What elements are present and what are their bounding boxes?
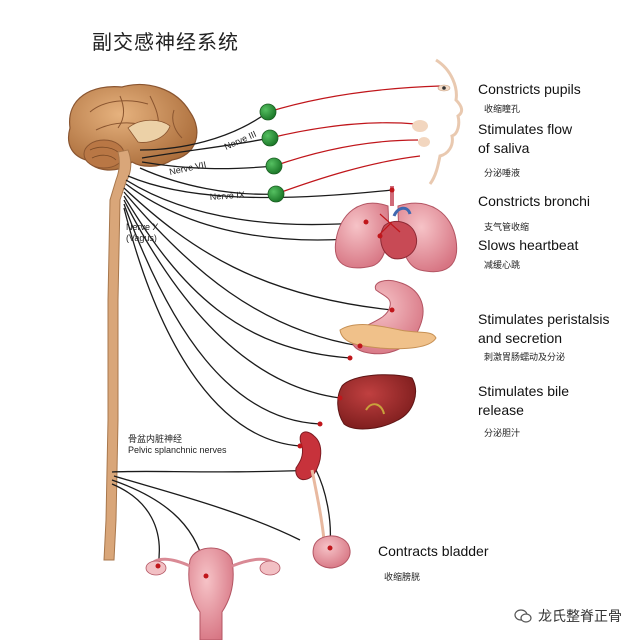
spinal-cord <box>103 149 132 561</box>
nerve-vii-fiber-2 <box>141 161 275 170</box>
pelvic-fiber-2 <box>113 475 301 541</box>
pterygopalatine-ganglion <box>261 129 279 147</box>
face-profile <box>412 58 464 185</box>
effect-bronchi: Constricts bronchi <box>478 193 591 209</box>
effect-peristalsis: Stimulates peristalsis and secretion <box>478 311 610 346</box>
nerve-vii-fiber-1 <box>141 137 271 159</box>
watermark: 龙氏整脊正骨 <box>514 606 622 626</box>
pelvic-label-zh: 骨盆内脏神经 <box>128 434 183 444</box>
nerve-fibers <box>111 111 393 577</box>
pelvic-label: 骨盆内脏神经 Pelvic splanchnic nerves <box>128 434 227 456</box>
nerve-iii-label: Nerve III <box>223 129 258 152</box>
effect-bile: Stimulates bile release <box>478 383 570 418</box>
wechat-icon <box>514 609 532 623</box>
nerve-ix-label: Nerve IX <box>209 190 245 202</box>
vagus-label: Nerve X (Vagus) <box>126 222 159 244</box>
uterus <box>145 547 281 640</box>
nerve-vii-label: Nerve VII <box>168 159 207 177</box>
effect-bronchi-zh: 支气管收缩 <box>484 223 530 233</box>
effect-pupils: Constricts pupils <box>478 81 581 97</box>
ganglia <box>259 103 285 203</box>
lungs-heart <box>334 186 458 273</box>
kidney <box>295 431 326 541</box>
pelvic-fiber-1 <box>111 469 332 545</box>
vagus-kidney-fiber <box>123 207 301 447</box>
vagus-liver-fiber-2 <box>123 203 321 425</box>
otic-ganglion <box>267 185 285 203</box>
brain <box>67 84 198 171</box>
effect-pupils-zh: 收缩瞳孔 <box>484 105 521 115</box>
effect-bladder: Contracts bladder <box>378 543 489 559</box>
nerve-ix-fiber <box>139 167 277 195</box>
stomach-pancreas <box>339 279 437 361</box>
bladder <box>312 535 351 569</box>
vagus-liver-fiber-1 <box>123 199 341 399</box>
effect-heart: Slows heartbeat <box>478 237 579 253</box>
vagus-stomach-fiber-2 <box>123 191 361 347</box>
vagus-bronchi-fiber <box>127 175 393 199</box>
vagus-stomach-fiber-1 <box>123 187 393 311</box>
postganglionic-fibers <box>267 85 441 195</box>
effect-bladder-zh: 收缩膀胱 <box>384 573 421 583</box>
vagus-heart-fiber-1 <box>125 179 367 226</box>
submandibular-ganglion <box>265 157 283 175</box>
diagram-title: 副交感神经系统 <box>92 30 239 54</box>
effect-bile-zh: 分泌胆汁 <box>484 429 521 439</box>
watermark-text: 龙氏整脊正骨 <box>538 609 622 625</box>
effect-saliva: Stimulates flow of saliva <box>478 121 573 156</box>
effect-peristalsis-zh: 刺激胃肠蠕动及分泌 <box>484 353 566 363</box>
nerve-iii-fiber <box>139 111 269 151</box>
ciliary-ganglion <box>259 103 277 121</box>
pelvic-label-en: Pelvic splanchnic nerves <box>128 445 227 455</box>
vagus-label-line2: (Vagus) <box>126 233 157 243</box>
vagus-label-line1: Nerve X <box>126 222 159 232</box>
effect-heart-zh: 减缓心跳 <box>484 261 521 271</box>
liver <box>317 374 416 430</box>
vagus-stomach-fiber-3 <box>123 195 351 359</box>
effect-saliva-zh: 分泌唾液 <box>484 169 521 179</box>
pelvic-fiber-4 <box>111 483 160 567</box>
